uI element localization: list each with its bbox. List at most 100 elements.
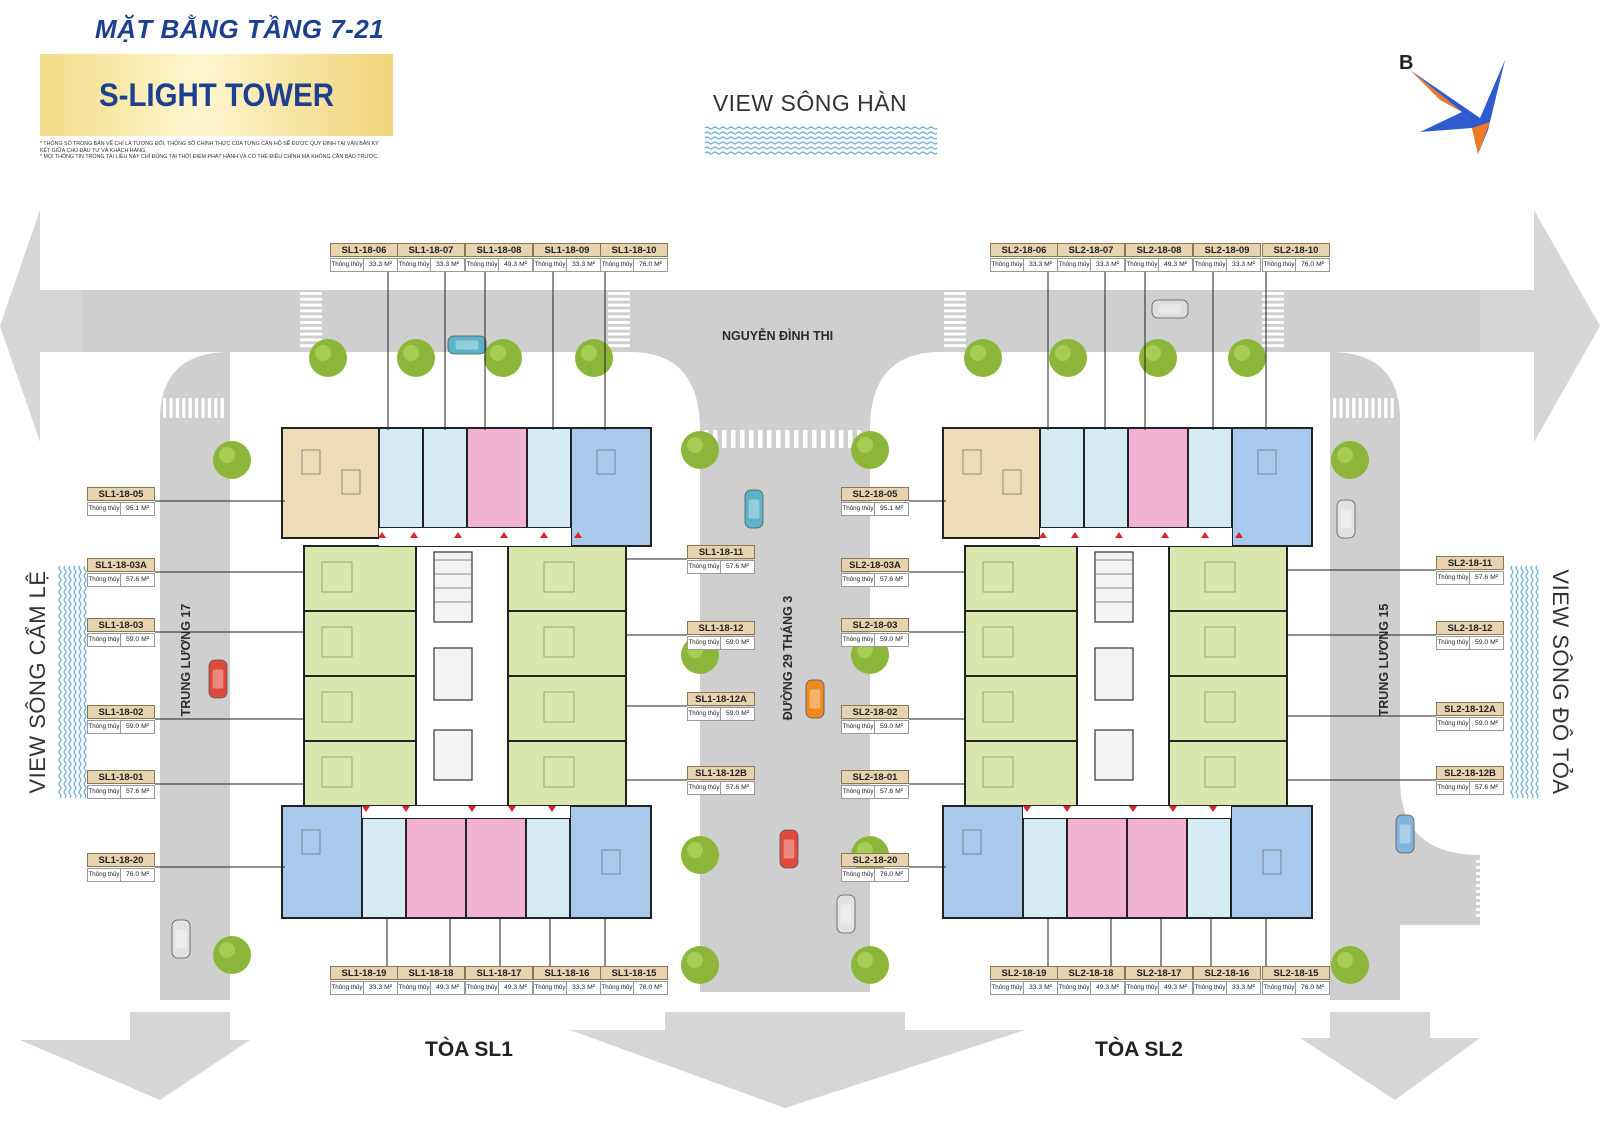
river-waves-left bbox=[73, 565, 77, 799]
unit-area-value: 59.0 M² bbox=[875, 633, 909, 647]
unit-code: SL1-18-19 bbox=[330, 966, 398, 980]
arrow-bottom-left bbox=[20, 1012, 250, 1100]
tower-sl1-furniture bbox=[321, 691, 353, 723]
unit-area-value: 33.3 M² bbox=[364, 981, 398, 995]
tower-sl2-unit-07 bbox=[1083, 427, 1129, 529]
unit-code: SL1-18-17 bbox=[465, 966, 533, 980]
tower-sl1-unit-11 bbox=[507, 545, 627, 612]
corner-mid-l bbox=[630, 352, 700, 430]
tower-sl1-corridor bbox=[379, 528, 571, 546]
zebra-crossing bbox=[944, 297, 966, 301]
tower-sl1-corridor bbox=[362, 806, 570, 818]
unit-area-value: 57.6 M² bbox=[121, 573, 155, 587]
unit-code: SL1-18-01 bbox=[87, 770, 155, 784]
zebra-crossing bbox=[608, 309, 630, 313]
unit-code: SL2-18-05 bbox=[841, 487, 909, 501]
unit-area-value: 57.6 M² bbox=[1470, 781, 1504, 795]
tower-sl1-furniture bbox=[543, 691, 575, 723]
unit-code: SL2-18-11 bbox=[1436, 556, 1504, 570]
unit-area-value: 95.1 M² bbox=[875, 502, 909, 516]
tower-sl1-unit-02 bbox=[303, 675, 417, 742]
tree-icon bbox=[857, 437, 873, 453]
zebra-crossing bbox=[1262, 326, 1284, 330]
tower-sl1-unit-08 bbox=[466, 427, 528, 529]
zebra-crossing bbox=[1476, 884, 1496, 887]
zebra-crossing bbox=[1352, 398, 1356, 418]
unit-area-label: Thông thủy bbox=[1436, 571, 1470, 585]
unit-area-value: 59.0 M² bbox=[1470, 717, 1504, 731]
unit-area-value: 76.0 M² bbox=[1296, 258, 1330, 272]
unit-area-label: Thông thủy bbox=[1193, 258, 1227, 272]
car-icon bbox=[809, 689, 821, 709]
tower-sl2-core-room bbox=[1094, 647, 1134, 701]
river-waves-left bbox=[58, 565, 62, 799]
unit-area-value: 49.3 M² bbox=[431, 981, 465, 995]
unit-area-label: Thông thủy bbox=[397, 981, 431, 995]
tree-icon bbox=[219, 942, 235, 958]
tower-sl2-furniture bbox=[1257, 449, 1277, 475]
zebra-crossing bbox=[1262, 332, 1284, 336]
zebra-crossing bbox=[201, 398, 205, 418]
zebra-crossing bbox=[207, 398, 211, 418]
river-waves-right bbox=[1535, 565, 1539, 799]
zebra-crossing bbox=[803, 430, 808, 448]
tower-sl1-furniture bbox=[601, 849, 621, 875]
unit-code: SL1-18-18 bbox=[397, 966, 465, 980]
unit-area-value: 59.0 M² bbox=[875, 720, 909, 734]
arrow-right bbox=[1480, 210, 1600, 442]
road-right-branch bbox=[1400, 780, 1480, 925]
disclaimer-line: * Mọi thông tin trong tài liệu này chỉ đ… bbox=[40, 154, 379, 161]
unit-area-value: 33.3 M² bbox=[364, 258, 398, 272]
tree-icon bbox=[970, 345, 986, 361]
unit-area-label: Thông thủy bbox=[87, 573, 121, 587]
corner-mid-r bbox=[870, 352, 940, 430]
logo-letter: B bbox=[1399, 52, 1414, 74]
